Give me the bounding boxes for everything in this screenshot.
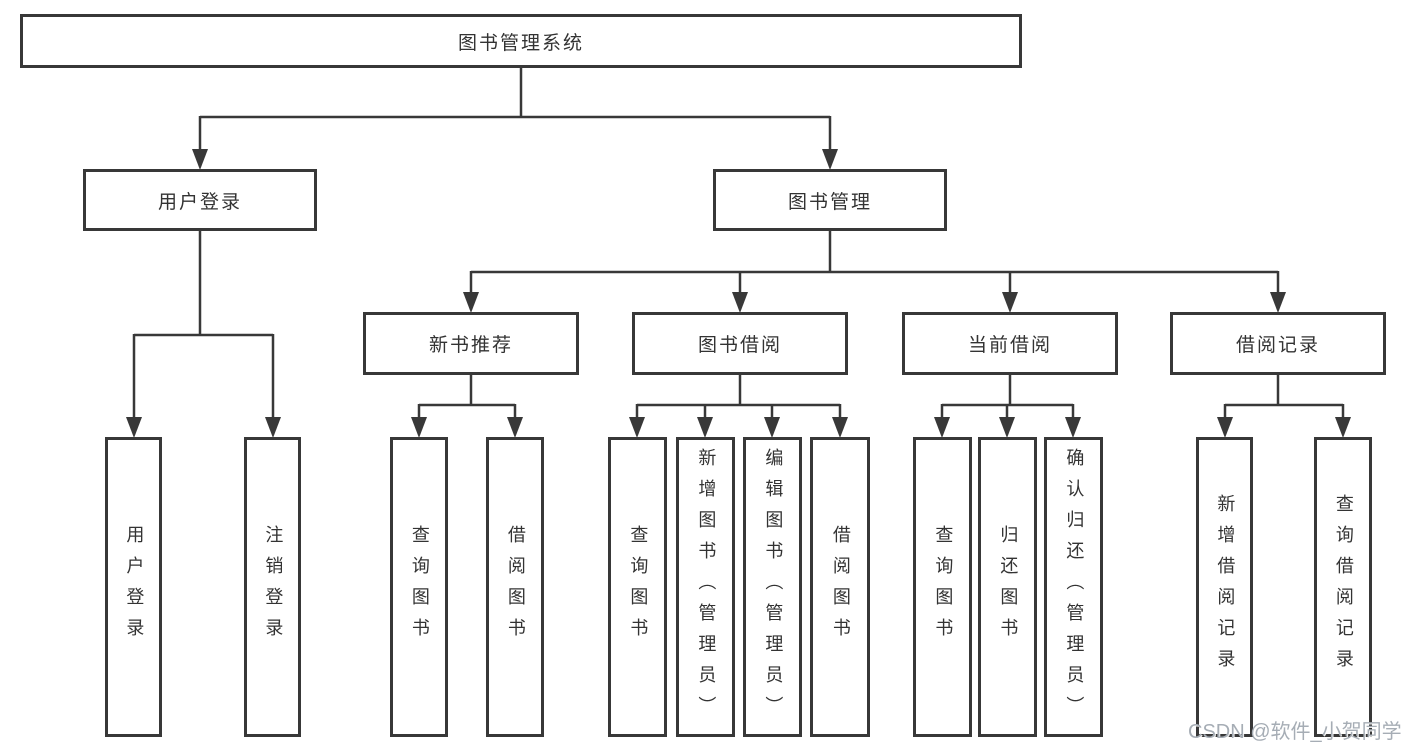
leaf-return-books: 归还图书 [978,437,1037,737]
node-book-borrow-label: 图书借阅 [697,335,782,356]
leaf-recommend-borrow-books: 借阅图书 [486,437,544,737]
watermark: CSDN @软件_小贺同学 [1188,721,1402,743]
node-root-label: 图书管理系统 [457,32,584,54]
leaf-return-books-label: 归还图书 [998,525,1019,649]
leaf-borrow-books-label: 借阅图书 [830,525,851,649]
leaf-confirm-return-admin: 确认归还（管理员） [1044,437,1103,737]
leaf-borrow-query-books-label: 查询图书 [628,525,649,649]
leaf-add-books-admin: 新增图书（管理员） [676,437,735,737]
node-book-borrow: 图书借阅 [632,312,848,375]
leaf-user-login-label: 用户登录 [124,525,145,649]
node-book-management-label: 图书管理 [787,191,872,213]
node-borrow-records-label: 借阅记录 [1235,335,1320,356]
node-book-management: 图书管理 [713,169,947,231]
leaf-edit-books-admin-label: 编辑图书（管理员） [763,447,784,727]
node-user-login-label: 用户登录 [157,191,242,213]
leaf-query-borrow-record: 查询借阅记录 [1314,437,1372,737]
leaf-current-query-books: 查询图书 [913,437,972,737]
node-current-borrow: 当前借阅 [902,312,1118,375]
node-current-borrow-label: 当前借阅 [967,335,1052,356]
leaf-add-borrow-record-label: 新增借阅记录 [1215,494,1236,680]
leaf-query-borrow-record-label: 查询借阅记录 [1333,494,1354,680]
leaf-add-borrow-record: 新增借阅记录 [1196,437,1253,737]
node-new-book-recommend-label: 新书推荐 [428,335,513,356]
leaf-logout-login: 注销登录 [244,437,301,737]
leaf-current-query-books-label: 查询图书 [933,525,954,649]
leaf-recommend-borrow-books-label: 借阅图书 [505,525,526,649]
leaf-logout-login-label: 注销登录 [263,525,284,649]
leaf-recommend-query-books: 查询图书 [390,437,448,737]
leaf-borrow-books: 借阅图书 [810,437,870,737]
leaf-user-login: 用户登录 [105,437,162,737]
leaf-recommend-query-books-label: 查询图书 [409,525,430,649]
node-root: 图书管理系统 [20,14,1022,68]
leaf-edit-books-admin: 编辑图书（管理员） [743,437,802,737]
node-borrow-records: 借阅记录 [1170,312,1386,375]
leaf-borrow-query-books: 查询图书 [608,437,667,737]
node-user-login: 用户登录 [83,169,317,231]
leaf-confirm-return-admin-label: 确认归还（管理员） [1064,447,1085,727]
node-new-book-recommend: 新书推荐 [363,312,579,375]
leaf-add-books-admin-label: 新增图书（管理员） [696,447,717,727]
